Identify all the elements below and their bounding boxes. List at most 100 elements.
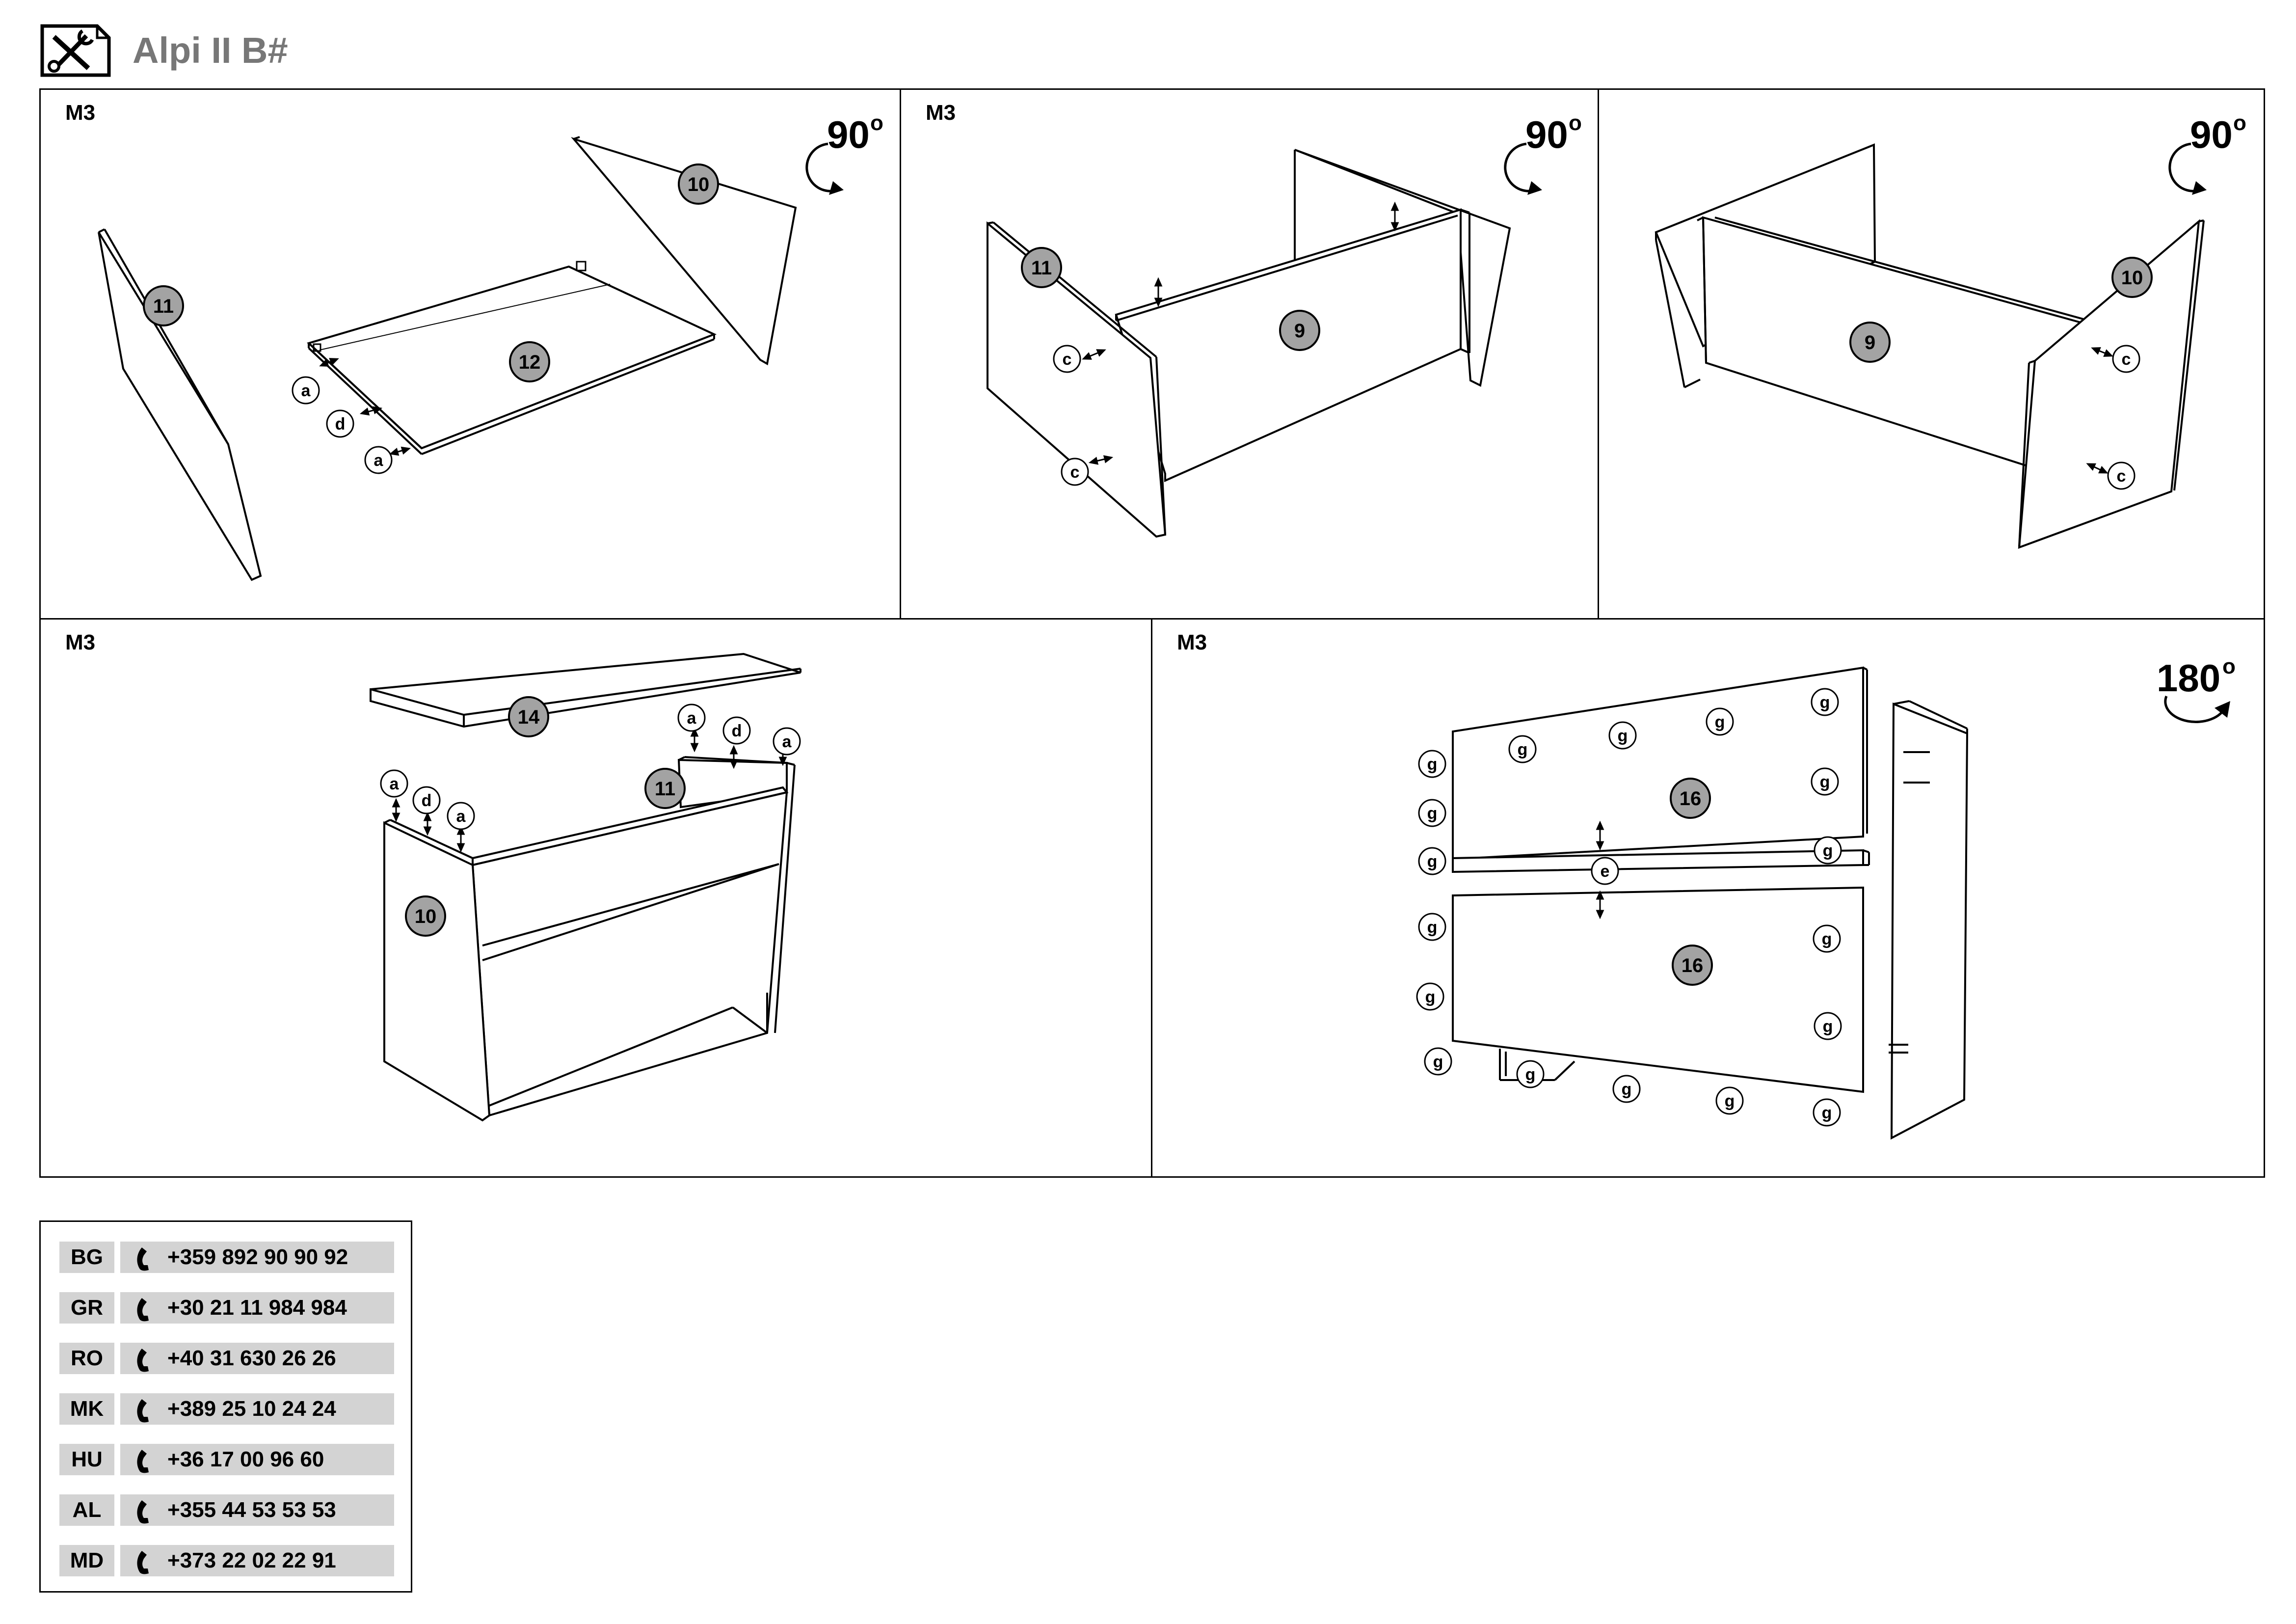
- phone-icon: [137, 1399, 149, 1423]
- step-frame-4: M3: [39, 618, 1152, 1178]
- rotation-unit: o: [2233, 111, 2246, 135]
- rotation-degrees: 90: [1525, 113, 1568, 156]
- phone-icon: [137, 1450, 149, 1473]
- phone-number: +40 31 630 26 26: [167, 1346, 336, 1370]
- phone-cell[interactable]: +40 31 630 26 26: [120, 1343, 394, 1374]
- step-5-illustration: g g g g g g g g g g g g g g g g g g e 16…: [1416, 654, 2236, 1140]
- hardware-label: a: [374, 451, 384, 470]
- phone-cell[interactable]: +30 21 11 984 984: [120, 1292, 394, 1324]
- contact-row: AL +355 44 53 53 53: [59, 1494, 394, 1526]
- part-number: 14: [518, 706, 540, 728]
- hardware-label: d: [732, 722, 742, 740]
- part-callouts: 16 16: [1670, 778, 1713, 986]
- step-label: M3: [65, 630, 96, 654]
- hardware-label: g: [1822, 930, 1832, 948]
- rotation-unit: o: [870, 111, 883, 135]
- rotate-icon: 90 o: [1504, 111, 1582, 195]
- part-number: 12: [519, 352, 541, 373]
- hardware-label: a: [390, 775, 400, 793]
- phone-cell[interactable]: +36 17 00 96 60: [120, 1444, 394, 1475]
- hardware-label: g: [1618, 727, 1628, 745]
- hardware-label: d: [422, 791, 432, 810]
- hardware-label: a: [456, 807, 466, 826]
- phone-icon: [137, 1349, 149, 1372]
- step-2-illustration: c c 11 9 90 o: [987, 111, 1582, 538]
- hardware-label: a: [782, 732, 792, 751]
- hardware-label: g: [1725, 1092, 1735, 1110]
- hardware-label: g: [1427, 755, 1438, 774]
- document-title: Alpi II B#: [133, 30, 288, 71]
- part-callouts: 11 10 12: [143, 163, 719, 382]
- part-number: 10: [415, 906, 437, 927]
- hardware-label: g: [1427, 852, 1438, 871]
- hardware-label: d: [335, 415, 346, 433]
- part-number: 16: [1680, 788, 1702, 810]
- country-code: BG: [59, 1242, 114, 1273]
- phone-icon: [137, 1500, 149, 1524]
- step-label: M3: [65, 101, 96, 125]
- phone-cell[interactable]: +355 44 53 53 53: [120, 1494, 394, 1526]
- rotation-unit: o: [1569, 111, 1582, 135]
- country-code: MD: [59, 1545, 114, 1576]
- hardware-label: g: [1823, 1017, 1833, 1036]
- country-code: AL: [59, 1494, 114, 1526]
- step-frame-5: M3: [1151, 618, 2265, 1178]
- step-4-illustration: a d a a d a 14 11 10: [370, 652, 801, 1122]
- hardware-label: c: [1063, 350, 1072, 369]
- hardware-label: g: [1433, 1053, 1443, 1071]
- hardware-label: g: [1715, 713, 1725, 731]
- hardware-callouts: a d a: [292, 376, 393, 474]
- contact-row: BG +359 892 90 90 92: [59, 1242, 394, 1273]
- phone-number: +355 44 53 53 53: [167, 1498, 336, 1522]
- phone-cell[interactable]: +373 22 02 22 91: [120, 1545, 394, 1576]
- page-header: Alpi II B#: [39, 22, 288, 79]
- phone-icon: [137, 1247, 149, 1271]
- step-frame-1: M3 a d a: [39, 88, 901, 620]
- phone-cell[interactable]: +359 892 90 90 92: [120, 1242, 394, 1273]
- contact-row: GR +30 21 11 984 984: [59, 1292, 394, 1324]
- hardware-callouts: c c: [1053, 345, 1089, 486]
- country-code: HU: [59, 1444, 114, 1475]
- phone-number: +30 21 11 984 984: [167, 1296, 347, 1320]
- part-number: 9: [1865, 332, 1875, 353]
- contact-row: RO +40 31 630 26 26: [59, 1343, 394, 1374]
- part-number: 11: [655, 778, 675, 800]
- contact-row: HU +36 17 00 96 60: [59, 1444, 394, 1475]
- rotate-icon: 180 o: [2157, 654, 2236, 723]
- hardware-label: g: [1518, 740, 1528, 759]
- hardware-label: g: [1820, 693, 1830, 712]
- contact-row: MK +389 25 10 24 24: [59, 1393, 394, 1425]
- part-number: 10: [2121, 267, 2143, 289]
- part-number: 11: [1031, 257, 1052, 279]
- hardware-label: g: [1822, 1104, 1832, 1122]
- step-frame-3: c c 10 9 90 o: [1598, 88, 2265, 620]
- hardware-label: g: [1425, 988, 1436, 1006]
- country-code: MK: [59, 1393, 114, 1425]
- step-frame-2: M3 c c 11: [900, 88, 1599, 620]
- phone-number: +373 22 02 22 91: [167, 1548, 336, 1572]
- hardware-label: g: [1622, 1080, 1632, 1099]
- phone-icon: [137, 1298, 149, 1322]
- rotation-degrees: 90: [827, 113, 870, 156]
- phone-number: +389 25 10 24 24: [167, 1397, 336, 1421]
- country-code: GR: [59, 1292, 114, 1324]
- step-label: M3: [1177, 630, 1207, 654]
- support-contacts-table: BG +359 892 90 90 92 GR +30 21 11 984 98…: [39, 1220, 412, 1593]
- hardware-label: c: [2117, 467, 2126, 486]
- step-3-illustration: c c 10 9 90 o: [1655, 111, 2246, 549]
- phone-number: +36 17 00 96 60: [167, 1447, 324, 1471]
- hardware-label: g: [1823, 841, 1833, 860]
- hardware-label: g: [1427, 804, 1438, 823]
- hardware-label: g: [1820, 773, 1830, 791]
- phone-number: +359 892 90 90 92: [167, 1245, 348, 1269]
- phone-cell[interactable]: +389 25 10 24 24: [120, 1393, 394, 1425]
- contact-row: MD +373 22 02 22 91: [59, 1545, 394, 1576]
- part-number: 9: [1294, 320, 1305, 342]
- rotation-degrees: 180: [2157, 656, 2220, 700]
- country-code: RO: [59, 1343, 114, 1374]
- phone-icon: [137, 1551, 149, 1574]
- rotation-unit: o: [2222, 654, 2236, 678]
- part-callouts: 11 9: [1021, 247, 1320, 351]
- hardware-callouts: g g g g g g g g g g g g g g g g g g e: [1416, 688, 1842, 1127]
- part-callouts: 10 9: [1849, 257, 2153, 363]
